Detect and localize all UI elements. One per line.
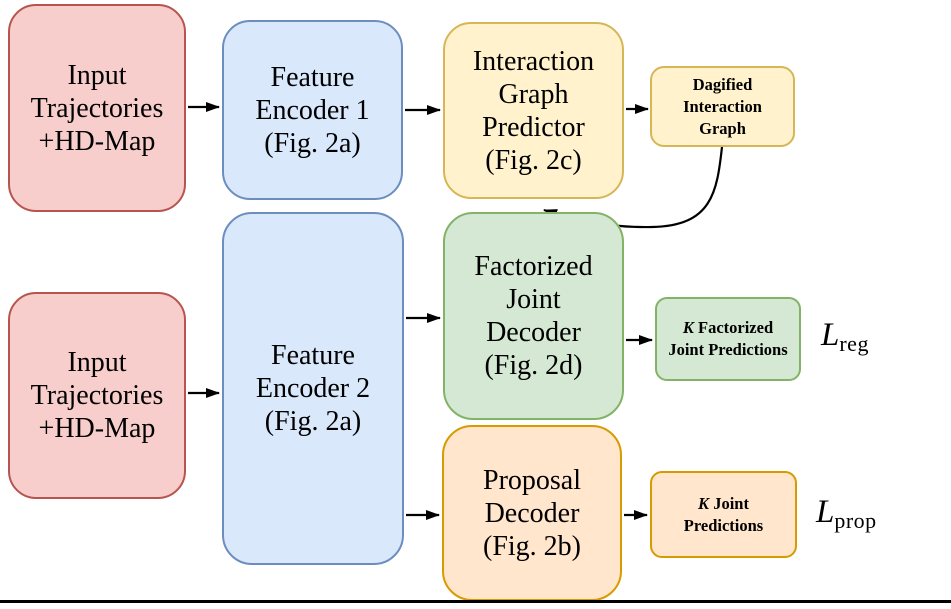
k-factorized-line1: K Factorized	[683, 317, 773, 339]
k-factorized-joint-predictions-box: K Factorized Joint Predictions	[655, 297, 801, 381]
k-symbol: K	[682, 318, 694, 337]
loss-reg-subscript: reg	[839, 331, 869, 356]
loss-reg-label: Lreg	[821, 317, 869, 355]
k-joint-line2: Predictions	[683, 515, 764, 535]
loss-reg-base: L	[821, 317, 840, 353]
proposal-decoder-box: Proposal Decoder (Fig. 2b)	[442, 425, 622, 601]
k-joint-line1: K Joint	[698, 493, 749, 515]
loss-prop-subscript: prop	[834, 508, 877, 533]
feature-encoder-2-box: Feature Encoder 2 (Fig. 2a)	[222, 212, 404, 565]
dagified-interaction-graph-box: Dagified Interaction Graph	[650, 66, 795, 147]
k-factorized-line2: Joint Predictions	[668, 340, 788, 359]
factorized-joint-decoder-box: Factorized Joint Decoder (Fig. 2d)	[443, 212, 624, 420]
input-trajectories-hdmap-box-top: Input Trajectories +HD-Map	[8, 4, 186, 212]
input-trajectories-hdmap-box-bottom: Input Trajectories +HD-Map	[8, 292, 186, 499]
k-symbol: K	[698, 493, 710, 513]
feature-encoder-1-box: Feature Encoder 1 (Fig. 2a)	[222, 20, 403, 200]
loss-prop-base: L	[816, 494, 835, 530]
loss-prop-label: Lprop	[816, 494, 877, 532]
k-factorized-line1-text: Factorized	[698, 318, 774, 337]
k-joint-predictions-box: K Joint Predictions	[650, 471, 797, 558]
bottom-horizontal-rule	[0, 600, 951, 603]
interaction-graph-predictor-box: Interaction Graph Predictor (Fig. 2c)	[443, 22, 624, 199]
k-joint-line1-text: Joint	[713, 493, 749, 513]
